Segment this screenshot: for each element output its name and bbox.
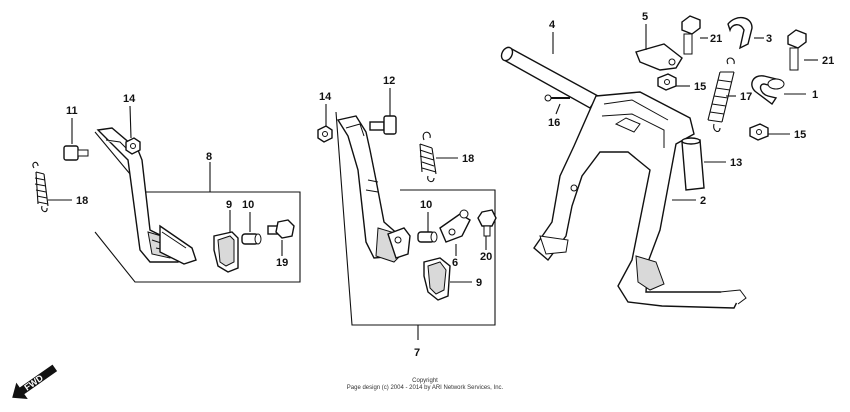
callout-2: 2 [700, 195, 706, 207]
stopper-9-left [213, 231, 239, 273]
nut-15-upper [657, 73, 677, 91]
pin-16 [544, 94, 570, 102]
main-stand-group [500, 15, 818, 309]
collar-13 [681, 137, 705, 191]
clip-1 [751, 75, 785, 106]
footer-line-1: Copyright [412, 378, 438, 384]
callout-1: 1 [812, 89, 818, 101]
stopper-9-middle [423, 257, 451, 301]
callout-14-middle: 14 [319, 91, 332, 103]
callout-15-upper: 15 [694, 81, 706, 93]
arm-5 [635, 43, 683, 71]
callout-10-middle: 10 [420, 199, 432, 211]
bolt-20 [477, 209, 497, 237]
callout-21-right: 21 [822, 55, 834, 67]
footer-copyright: Copyright Page design (c) 2004 - 2014 by… [0, 378, 850, 392]
callout-13: 13 [730, 157, 742, 169]
collar-10-left [241, 233, 262, 245]
callout-5: 5 [642, 11, 648, 23]
callout-3: 3 [766, 33, 772, 45]
callout-7: 7 [414, 347, 420, 359]
fwd-arrow-icon: FWD [12, 364, 58, 400]
callout-8: 8 [206, 151, 212, 163]
hook-3 [727, 17, 753, 50]
bolt-21-top [681, 15, 701, 55]
callout-14-left: 14 [123, 93, 136, 105]
side-stand-group-left [32, 105, 301, 283]
callout-15-lower: 15 [794, 129, 806, 141]
callout-17: 17 [740, 91, 752, 103]
callout-18-left: 18 [76, 195, 88, 207]
callout-12: 12 [383, 75, 395, 87]
bolt-11 [63, 145, 89, 161]
callout-11: 11 [66, 105, 78, 117]
bolt-21-right [787, 29, 807, 71]
plate-6 [439, 209, 471, 243]
bolt-12 [369, 115, 397, 135]
nut-14-left [125, 137, 141, 155]
spring-18-left [32, 161, 49, 213]
spring-18-middle [419, 131, 437, 183]
callout-6: 6 [452, 257, 458, 269]
callout-18-middle: 18 [462, 153, 474, 165]
callout-21-top: 21 [710, 33, 722, 45]
spring-17 [707, 57, 735, 133]
nut-15-lower [749, 123, 769, 141]
side-stand-group-middle [317, 88, 497, 340]
callout-16: 16 [548, 117, 560, 129]
callout-9-middle: 9 [476, 277, 482, 289]
callout-4: 4 [549, 19, 556, 31]
nut-14-middle [317, 125, 333, 143]
bolt-19 [267, 219, 295, 239]
collar-10-middle [417, 231, 438, 243]
callout-20: 20 [480, 251, 492, 263]
callout-10-left: 10 [242, 199, 254, 211]
footer-line-2: Page design (c) 2004 - 2014 by ARI Netwo… [346, 385, 504, 391]
callout-19: 19 [276, 257, 288, 269]
callout-9-left: 9 [226, 199, 232, 211]
